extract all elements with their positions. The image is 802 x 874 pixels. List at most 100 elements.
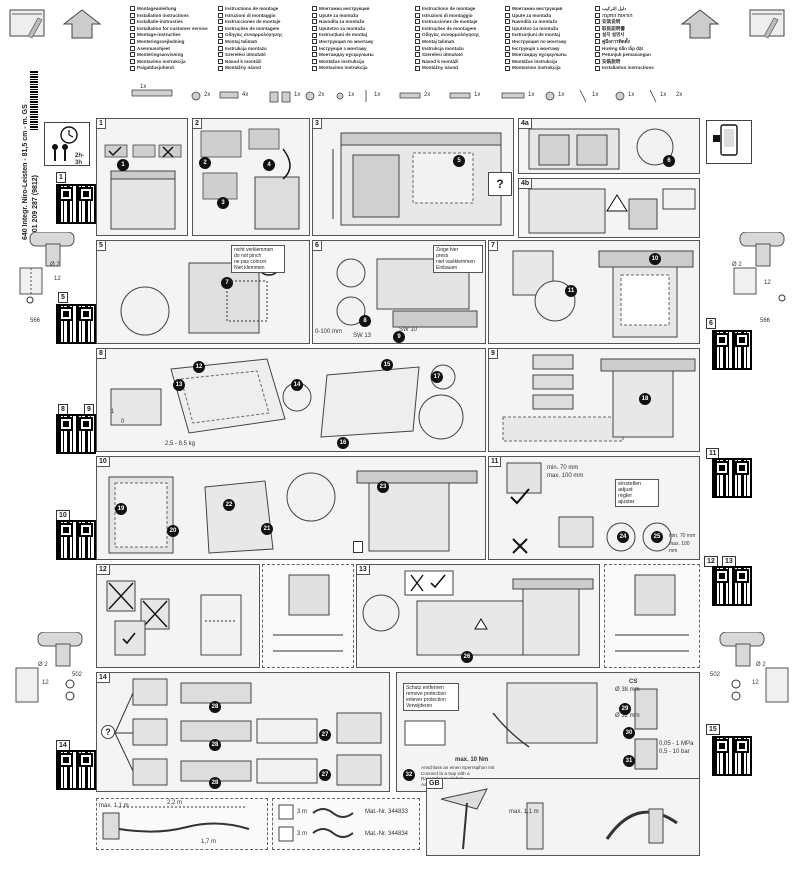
callout-15: 15: [381, 359, 393, 371]
parts-row: 1x 2x 4x 1x 2x 1x 1x 2x 1x 1x 1x 1x 1x 1…: [130, 84, 690, 108]
question-icon-p14: ?: [101, 725, 115, 739]
callout-17: 17: [431, 371, 443, 383]
panel-3: 3 5: [312, 118, 514, 236]
panel-number: 8: [97, 349, 106, 359]
callout-2: 2: [199, 157, 211, 169]
drill-icon-right: Ø 2 12: [730, 231, 800, 304]
callout-7: 7: [221, 277, 233, 289]
callout-18: 18: [639, 393, 651, 405]
part-qty-9: 1x: [474, 92, 481, 98]
p11-max: max. 100 mm: [547, 473, 584, 479]
callout-27a: 27: [319, 729, 331, 741]
model-line-1: 640 Integr. Niro-Leisten - 81,5 cm - m. …: [22, 104, 29, 240]
dim-sw10: SW 10: [399, 327, 418, 333]
p11-bottom-min: min. 70 mm: [669, 533, 696, 539]
qr-code-5[interactable]: [56, 304, 96, 344]
language-list-4: Instructions de montage Istruzioni di mo…: [415, 6, 500, 76]
qr-label-15: 15: [706, 724, 720, 735]
p11-min: min. 70 mm: [547, 465, 579, 471]
part-qty-13: 1x: [628, 92, 635, 98]
drill-right-bottom-diameter: Ø 2: [756, 662, 766, 668]
panel-7: 7 10 11: [488, 240, 700, 344]
callout-28a: 28: [209, 701, 221, 713]
panel-15: Schutz entfernen remove protection enlev…: [396, 672, 700, 792]
note-p14-warn: Schutz entfernen remove protection enlev…: [403, 683, 459, 711]
gb-height: max. 1,1 m: [509, 809, 539, 815]
drill-left-top-depth: 12: [54, 276, 61, 282]
qr-code-11[interactable]: [712, 458, 752, 498]
panel-2: 2 2 3 4: [192, 118, 310, 236]
drill-left-top-diameter: Ø 2: [50, 262, 60, 268]
qr-label-1: 1: [56, 172, 66, 183]
callout-16: 16: [337, 437, 349, 449]
panel-number: 12: [97, 565, 110, 575]
callout-10: 10: [649, 253, 661, 265]
panel-12-detail: [262, 564, 354, 668]
note-p5: nicht verklemmen do not pinch ne pas coi…: [231, 245, 285, 273]
panel-number: 4b: [519, 179, 533, 189]
callout-29: 29: [619, 703, 631, 715]
panel-number: 13: [357, 565, 370, 575]
panel-number: 10: [97, 457, 110, 467]
callout-5: 5: [453, 155, 465, 167]
barcode: [30, 70, 38, 130]
callout-19: 19: [115, 503, 127, 515]
qr-code-15[interactable]: [712, 736, 752, 776]
part-qty-2: 2x: [204, 92, 211, 98]
qr-code-1[interactable]: [56, 184, 96, 224]
panel-11: 11 min. 70 mm max. 100 mm einstellen adj…: [488, 456, 700, 560]
qr-code-8[interactable]: [56, 414, 96, 454]
dim-hose-1: 2,2 m: [167, 800, 183, 806]
callout-24: 24: [617, 531, 629, 543]
drill-icon-bottom-left: Ø 2 12 502: [8, 631, 94, 712]
callout-28c: 28: [209, 777, 221, 789]
panel-5: 5 nicht verklemmen do not pinch ne pas c…: [96, 240, 310, 344]
question-icon: ?: [488, 172, 512, 196]
p14-max: max. 10 Nm: [455, 757, 489, 763]
part-qty-11: 1x: [558, 92, 565, 98]
callout-11: 11: [565, 285, 577, 297]
panel-9: 9 18: [488, 348, 700, 452]
qr-code-10[interactable]: [56, 520, 96, 560]
note-p11: einstellen adjust régler ajustar: [615, 479, 659, 507]
panel-number: 14: [97, 673, 110, 683]
part-qty-5: 2x: [318, 92, 325, 98]
article-x1: 3 m: [297, 809, 308, 815]
panel-number: 11: [489, 457, 502, 467]
callout-14: 14: [291, 379, 303, 391]
drill-icon-bottom-right: Ø 2 12 502: [706, 631, 796, 712]
p14-cs: CS: [629, 679, 638, 685]
part-qty-6: 1x: [348, 92, 355, 98]
part-qty-3: 4x: [242, 92, 249, 98]
qr-code-12[interactable]: [712, 566, 752, 606]
callout-28b: 28: [209, 739, 221, 751]
panel-4b: 4b: [518, 178, 700, 238]
panel-1: 1 1: [96, 118, 188, 236]
p8-scale-0: 0: [121, 419, 125, 425]
bottom-panel-hose: max. 1,1 m 2,2 m 1,7 m: [96, 798, 268, 850]
p11-bottom-max: max. 100 mm: [669, 541, 690, 554]
panel-13-detail: [604, 564, 700, 668]
callout-27b: 27: [319, 769, 331, 781]
callout-1: 1: [117, 159, 129, 171]
language-list-right: Монтажна инструкция Upute za montažu Nav…: [312, 6, 397, 76]
part-qty-14: 1x: [660, 92, 667, 98]
panel-number: GB: [427, 779, 443, 789]
dim-range: 0-100 mm: [315, 329, 343, 335]
language-list-left: Montageanleitung Installation instructio…: [130, 6, 215, 76]
p14-dim-2: 0,05 - 1 MPa: [659, 741, 694, 747]
qr-code-14[interactable]: [56, 750, 96, 790]
bottom-panel-articles: 3 m 3 m Mat.-Nr. 344833 Mat.-Nr. 344834: [272, 798, 420, 850]
panel-number: 5: [97, 241, 106, 251]
panel-8: 8 1 0 2,5 - 8,5 kg 12 13 14 15 16 17: [96, 348, 486, 452]
article-2: Mat.-Nr. 344834: [365, 831, 409, 837]
panel-4a: 4a 6: [518, 118, 700, 174]
dim-hose-2: 1,7 m: [201, 839, 217, 845]
part-qty-1: 1x: [140, 84, 147, 90]
qr-code-6[interactable]: [712, 330, 752, 370]
drill-left-bottom-distance: 502: [72, 672, 83, 678]
model-line-2: 9001 209 287 (9812): [32, 175, 39, 240]
panel-number: 3: [313, 119, 322, 129]
phone-icon: [706, 120, 752, 164]
panel-number: 1: [97, 119, 106, 129]
